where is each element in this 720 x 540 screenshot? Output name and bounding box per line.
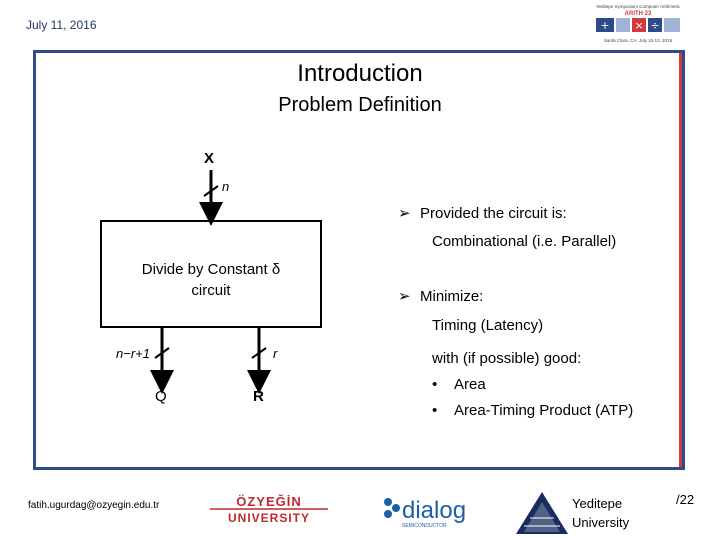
bullet-combinational: Combinational (i.e. Parallel) [432,233,617,250]
conf-logo-line1: Yeditepe Symposium Computer Arithmetic [596,4,681,9]
conf-logo-line2: ARITH 23 [625,11,652,17]
slide-title: Introduction [297,60,423,87]
dot-bullet-icon: • [432,376,438,393]
bullet-provided: ➢ Provided the circuit is: [398,204,567,222]
dialog-logo-sub: SEMICONDUCTOR [402,523,447,529]
input-width-label: n [222,179,230,194]
author-email: fatih.ugurdag@ozyegin.edu.tr [28,500,160,511]
dialog-semiconductor-logo: dialog SEMICONDUCTOR [384,497,466,529]
r-width-label: r [273,346,278,361]
divider-circuit-box [100,220,322,328]
circuit-box-label: Divide by Constant δ circuit [100,259,322,301]
input-bus-slash [203,185,219,197]
dot-bullet-icon: • [432,402,438,419]
r-output-label: R [253,388,264,405]
slide-date: July 11, 2016 [26,18,97,32]
q-width-label: n−r+1 [116,346,150,361]
ozyegin-university-logo: ÖZYEĞİN UNIVERSITY [206,492,332,526]
arrow-bullet-icon: ➢ [398,288,411,305]
q-output-label: Q [155,388,167,405]
input-x-label: X [204,150,215,167]
page-number: /22 [676,492,695,507]
ozyegin-logo-line2: UNIVERSITY [228,511,310,525]
bullet-item-area-text: Area [454,376,486,393]
bullet-with-good: with (if possible) good: [432,350,582,367]
dialog-logo-text: dialog [402,497,466,524]
yeditepe-line2: University [572,515,630,530]
bullet-timing: Timing (Latency) [432,317,544,334]
conf-logo-line3: Santa Clara, CA, July 10-13, 2016 [604,38,673,43]
bullet-minimize: ➢ Minimize: [398,287,483,305]
svg-text:×: × [634,19,643,32]
circuit-label-line1: Divide by Constant δ [141,261,281,278]
svg-text:÷: ÷ [650,19,659,32]
content-frame [33,50,685,470]
bullet-item-atp: • Area-Timing Product (ATP) [432,402,633,419]
bullet-item-atp-text: Area-Timing Product (ATP) [454,402,634,419]
svg-text:+: + [600,19,609,32]
yeditepe-name: Yeditepe University [572,494,629,532]
arith-conference-logo: Yeditepe Symposium Computer Arithmetic A… [596,4,681,43]
slide-subtitle: Problem Definition [278,94,442,116]
bullet-provided-text: Provided the circuit is: [420,205,567,222]
bullet-minimize-text: Minimize: [420,288,484,305]
q-bus-slash [154,347,170,359]
arrow-bullet-icon: ➢ [398,205,411,222]
yeditepe-line1: Yeditepe [572,496,623,511]
circuit-label-line2: circuit [191,282,231,299]
yeditepe-university-logo [516,492,568,534]
ozyegin-logo-line1: ÖZYEĞİN [236,494,302,509]
bullet-item-area: • Area [432,376,486,393]
r-bus-slash [251,347,267,359]
